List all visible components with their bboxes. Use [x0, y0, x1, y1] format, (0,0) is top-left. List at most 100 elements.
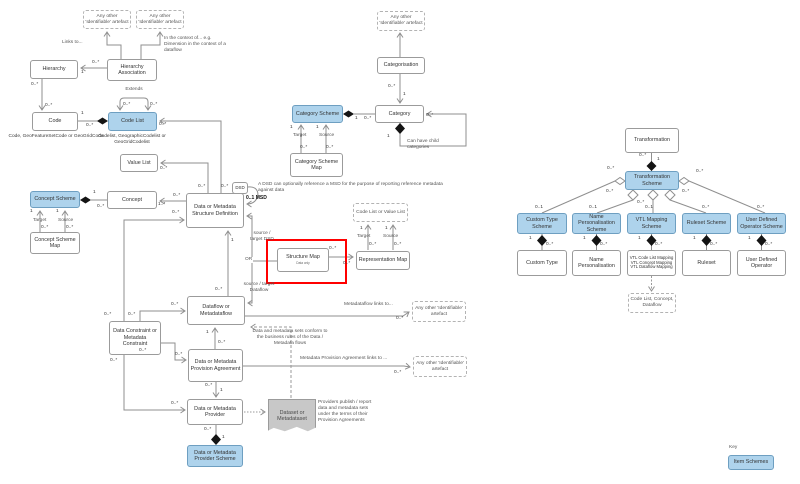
node-dsd-self-reference[interactable]: DSD — [232, 182, 248, 194]
node-user-defined-operator[interactable]: User Defined Operator — [737, 250, 786, 276]
node-any-other-artefact-3[interactable]: Any other 'Identifiable' artefact — [412, 301, 466, 322]
node-label: Category Scheme — [295, 110, 340, 117]
node-label: Name Personalisation Scheme — [578, 213, 615, 233]
source-target-dsd-label: source / target DSD — [250, 231, 274, 242]
composition-diamonds — [80, 110, 767, 445]
node-name-personalisation-scheme[interactable]: Name Personalisation Scheme — [572, 213, 621, 234]
multiplicity-label: 0..1 — [645, 205, 654, 210]
node-user-defined-operator-scheme[interactable]: User Defined Operator Scheme — [737, 213, 786, 234]
multiplicity-label: 1 — [81, 70, 84, 75]
node-label: Dataflow or Metadataflow — [199, 304, 233, 317]
node-label: Value List — [127, 159, 151, 166]
node-label: DSD — [235, 185, 245, 191]
node-any-other-artefact-1[interactable]: Any other 'Identifiable' artefact — [83, 10, 131, 29]
multiplicity-label: 0..* — [426, 113, 434, 118]
source-label: Source — [383, 234, 399, 239]
multiplicity-label: 1..* — [158, 202, 166, 207]
node-categorisation[interactable]: Categorisation — [377, 57, 425, 74]
multiplicity-label: 0..* — [300, 145, 308, 150]
dashed-edges — [244, 276, 655, 416]
multiplicity-label: 0..* — [92, 60, 100, 65]
multiplicity-label: 0..* — [171, 401, 179, 406]
node-label: Code List, Concept, Dataflow — [630, 297, 674, 308]
multiplicity-label: 1 — [290, 125, 293, 130]
node-label: Any other 'Identifiable' artefact — [415, 305, 463, 317]
node-concept[interactable]: Concept — [107, 191, 157, 209]
multiplicity-label: 0..* — [66, 225, 74, 230]
node-vtl-references[interactable]: Code List, Concept, Dataflow — [628, 293, 676, 313]
node-transformation[interactable]: Transformation — [625, 128, 679, 153]
node-label: Concept — [121, 196, 143, 203]
node-ruleset[interactable]: Ruleset — [682, 250, 731, 276]
node-ruleset-scheme[interactable]: Ruleset Scheme — [682, 213, 731, 234]
node-hierarchy-association[interactable]: Hierarchy Association — [107, 59, 157, 81]
node-custom-type-scheme[interactable]: Custom Type Scheme — [517, 213, 567, 234]
node-label: Any other 'Identifiable' artefact — [85, 13, 129, 25]
multiplicity-label: 1 — [56, 209, 59, 214]
metadataflow-links-label: Metadataflow links to... — [344, 302, 393, 307]
node-representation-map[interactable]: Representation Map — [356, 251, 410, 270]
node-label: Code List or Value List — [356, 209, 405, 215]
multiplicity-label: 0..* — [110, 358, 118, 363]
publish-note: Providers publish / report data and meta… — [318, 400, 372, 423]
node-vtl-mapping-scheme[interactable]: VTL Mapping Scheme — [627, 213, 676, 234]
multiplicity-label: 1 — [360, 226, 363, 231]
node-any-other-artefact-4[interactable]: Any other 'Identifiable' artefact — [413, 356, 467, 377]
node-category-scheme-map[interactable]: Category Scheme Map — [290, 153, 343, 177]
multiplicity-label: 0..* — [128, 312, 136, 317]
node-label: Hierarchy — [42, 66, 66, 73]
multiplicity-label: 0..* — [394, 370, 402, 375]
node-category-scheme[interactable]: Category Scheme — [292, 105, 343, 123]
node-structure-map[interactable]: Structure Map Data only — [277, 248, 329, 272]
target-label: Target — [33, 218, 47, 223]
node-label-line3: VTL Dataflow Mapping — [630, 264, 673, 270]
aggregation-diamonds — [614, 176, 690, 201]
node-label: Transformation — [633, 137, 671, 144]
node-label: Code — [48, 118, 62, 125]
multiplicity-label: 0..* — [765, 242, 773, 247]
node-code-list[interactable]: Code List — [108, 112, 157, 131]
child-categories-note: Can have child categories — [407, 139, 439, 150]
node-provision-agreement[interactable]: Data or Metadata Provision Agreement — [188, 349, 243, 382]
node-dataflow[interactable]: Dataflow or Metadataflow — [187, 296, 245, 325]
node-concept-scheme[interactable]: Concept Scheme — [30, 191, 80, 208]
multiplicity-label: 0..* — [198, 184, 206, 189]
node-category[interactable]: Category — [375, 105, 424, 123]
multiplicity-label: 1 — [657, 157, 660, 162]
node-name-personalisation[interactable]: Name Personalisation — [572, 250, 621, 276]
node-vtl-mappings[interactable]: VTL Code List Mapping VTL Concept Mappin… — [627, 250, 676, 276]
multiplicity-label: 1 — [316, 125, 319, 130]
multiplicity-label: 0..* — [45, 103, 53, 108]
node-any-other-artefact-5[interactable]: Any other 'Identifiable' artefact — [377, 11, 425, 31]
source-label: Source — [319, 133, 335, 138]
multiplicity-label: 0..* — [710, 242, 718, 247]
node-code[interactable]: Code — [32, 112, 78, 131]
multiplicity-label: 0..* — [173, 193, 181, 198]
node-value-list[interactable]: Value List — [120, 154, 158, 172]
multiplicity-label: 1 — [387, 134, 390, 139]
node-transformation-scheme[interactable]: Transformation Scheme — [625, 171, 679, 190]
node-constraint[interactable]: Data Constraint or Metadata Constraint — [109, 321, 161, 355]
node-hierarchy[interactable]: Hierarchy — [30, 60, 78, 79]
node-label: Ruleset — [697, 259, 716, 266]
highlight-rectangle — [266, 239, 347, 284]
node-code-or-value-list[interactable]: Code List or Value List — [353, 203, 408, 222]
node-custom-type[interactable]: Custom Type — [517, 250, 567, 276]
multiplicity-label: 0..* — [546, 242, 554, 247]
node-concept-scheme-map[interactable]: Concept Scheme Map — [30, 232, 80, 254]
node-provider-scheme[interactable]: Data or Metadata Provider Scheme — [187, 445, 243, 467]
key-item-label: Item Schemes — [733, 459, 769, 466]
multiplicity-label: 1 — [583, 236, 586, 241]
node-label: Any other 'Identifiable' artefact — [379, 15, 423, 26]
node-label: Custom Type Scheme — [526, 217, 558, 230]
node-any-other-artefact-2[interactable]: Any other 'Identifiable' artefact — [136, 10, 184, 29]
node-label: Data Constraint or Metadata Constraint — [113, 328, 157, 348]
node-data-structure-definition[interactable]: Data or Metadata Structure Definition — [186, 193, 244, 228]
node-label: Categorisation — [383, 62, 419, 69]
multiplicity-label: 1 — [529, 236, 532, 241]
node-dataset[interactable]: Dataset or Metadataset — [268, 399, 316, 432]
node-provider[interactable]: Data or Metadata Provider — [187, 399, 243, 425]
key-label: Key — [729, 445, 738, 450]
target-label: Target — [293, 133, 307, 138]
